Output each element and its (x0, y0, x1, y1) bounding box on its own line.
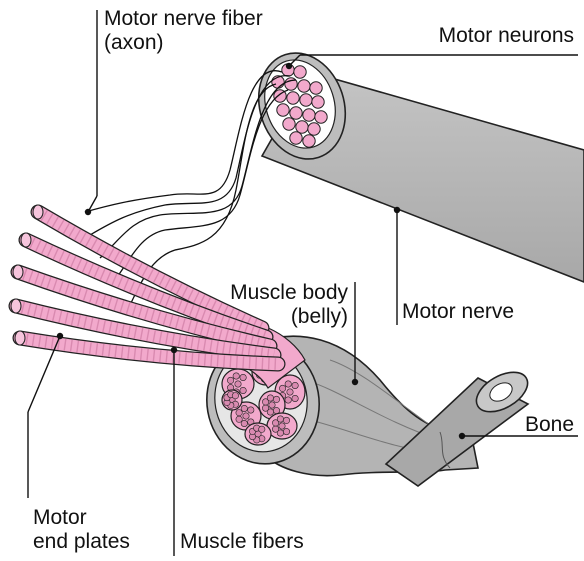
fascicle-fiber (233, 373, 239, 379)
label-bone: Bone (525, 413, 574, 437)
fascicle (245, 423, 271, 445)
fascicle-fiber (240, 374, 246, 380)
neuron-fascicle-end (315, 111, 327, 123)
neuron-fascicle-end (296, 121, 308, 133)
neuron-fascicle-end (298, 80, 310, 92)
fascicle-fiber (243, 413, 249, 419)
neuron-fascicle-end (290, 132, 302, 144)
fascicle-fiber (227, 377, 233, 383)
fascicle-fiber (269, 402, 275, 408)
fascicle (222, 390, 242, 410)
label-muscle-body-line1: Muscle body (230, 281, 348, 305)
neuron-fascicle-end (283, 118, 295, 130)
fascicle-fiber (267, 395, 273, 401)
fiber-end (13, 265, 23, 279)
neuron-fascicle-end (303, 135, 315, 147)
neuron-fascicle-end (303, 109, 315, 121)
label-muscle-body-line2: (belly) (230, 305, 348, 329)
fascicle-fiber (240, 387, 246, 393)
fiber-end (33, 205, 43, 219)
fascicle-fiber (283, 428, 289, 434)
label-motor-neurons: Motor neurons (439, 24, 574, 48)
fascicle-fiber (259, 426, 265, 432)
label-motor-nerve-fiber: Motor nerve fiber (axon) (104, 7, 263, 55)
fascicle-fiber (277, 416, 283, 422)
neuron-fascicle-end (290, 107, 302, 119)
fascicle-fiber (285, 397, 291, 403)
neuron-fascicle-end (310, 82, 322, 94)
neuron-fascicle-end (277, 104, 289, 116)
motor-nerve-cylinder (245, 42, 584, 282)
label-motor-end-plates: Motor end plates (33, 506, 130, 554)
fascicle-fiber (236, 416, 242, 422)
label-motor-nerve-fiber-line2: (axon) (104, 31, 263, 55)
fascicle-fiber (241, 405, 247, 411)
label-motor-nerve: Motor nerve (402, 300, 514, 324)
neuron-fascicle-end (287, 92, 299, 104)
fascicle-fiber (248, 407, 254, 413)
neuron-fascicle-end (308, 123, 320, 135)
fascicle-fiber (232, 393, 238, 399)
fascicle-fiber (236, 410, 242, 416)
fascicle-fiber (241, 420, 247, 426)
fascicle-fiber (262, 405, 268, 411)
fascicle-fiber (279, 423, 285, 429)
fascicle-fiber (279, 385, 285, 391)
fiber-end (21, 233, 31, 247)
fascicle-fiber (235, 381, 241, 387)
fiber-end (11, 299, 21, 313)
fiber-end (15, 331, 25, 345)
fascicle-fiber (287, 389, 293, 395)
label-muscle-body: Muscle body (belly) (230, 281, 348, 329)
fascicle-fiber (283, 417, 289, 423)
neuron-fascicle-end (294, 66, 306, 78)
label-motor-end-plates-line1: Motor (33, 506, 130, 530)
neuron-fascicle-end (312, 96, 324, 108)
label-muscle-fibers: Muscle fibers (180, 530, 304, 554)
fascicle-fiber (292, 382, 298, 388)
fascicle-fiber (292, 395, 298, 401)
fascicle-fiber (273, 396, 279, 402)
neuron-fascicle-end (300, 94, 312, 106)
fascicle-fiber (285, 381, 291, 387)
fascicle-fiber (272, 426, 278, 432)
label-motor-nerve-fiber-line1: Motor nerve fiber (104, 7, 263, 31)
label-motor-end-plates-line2: end plates (33, 530, 130, 554)
